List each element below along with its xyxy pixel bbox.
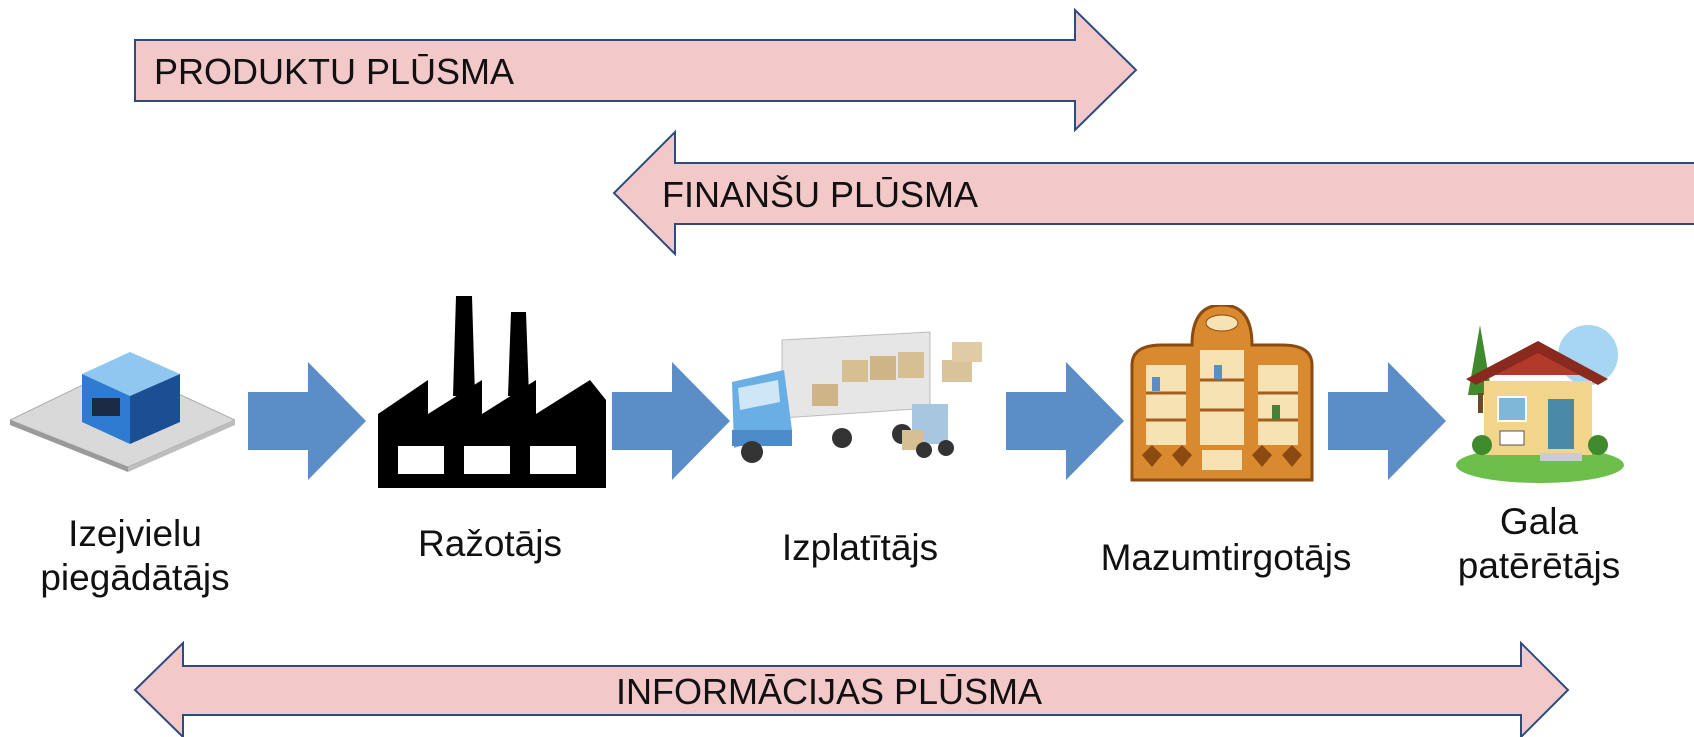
stage-label-raw-supplier: Izejvielu piegādātājs [20, 512, 250, 601]
stage-label-distributor: Izplatītājs [740, 526, 980, 570]
stage-label-line1: Ražotājs [418, 523, 562, 564]
chain-arrow-1 [248, 362, 366, 480]
truck-icon [732, 331, 982, 463]
stage-label-line2: piegādātājs [40, 557, 230, 599]
information-flow-label: INFORMĀCIJAS PLŪSMA [616, 671, 1043, 712]
product-flow-label: PRODUKTU PLŪSMA [154, 51, 515, 92]
stage-label-retailer: Mazumtirgotājs [1076, 536, 1376, 580]
house-icon [1456, 325, 1624, 483]
product-flow-arrow [134, 7, 1138, 133]
factory-icon [378, 296, 606, 488]
stage-label-line1: Izejvielu [68, 513, 202, 554]
finance-flow-label: FINANŠU PLŪSMA [662, 174, 979, 215]
shop-icon [1130, 305, 1314, 482]
finance-flow-arrow [612, 129, 1694, 257]
chain-arrow-3 [1006, 362, 1124, 480]
chain-arrow-4 [1328, 362, 1446, 480]
stage-label-line2: patērētājs [1457, 545, 1621, 587]
stage-label-line1: Mazumtirgotājs [1100, 537, 1352, 578]
stage-label-line1: Gala [1499, 501, 1579, 542]
stage-label-line1: Izplatītājs [781, 527, 939, 568]
stage-label-end-consumer: Gala patērētājs [1424, 500, 1654, 589]
warehouse-icon [10, 352, 235, 472]
chain-arrow-2 [612, 362, 730, 480]
information-flow-arrow [133, 640, 1570, 737]
stage-label-manufacturer: Ražotājs [380, 522, 600, 566]
